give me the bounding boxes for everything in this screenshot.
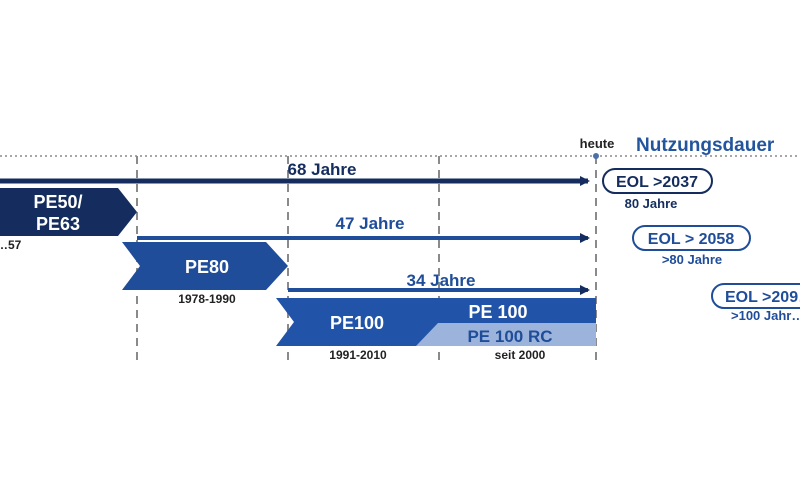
period-label-pe50: …57: [0, 238, 22, 252]
lifetime-label-pe100: >100 Jahr…: [731, 308, 800, 323]
chevron-label-pe100: PE100: [330, 313, 384, 333]
lifetime-heading: Nutzungsdauer: [636, 135, 775, 156]
chevron-label-pe50: PE50/: [33, 192, 82, 212]
eol-badge-pe100: [711, 283, 800, 309]
period-label-pe80: 1978-1990: [178, 292, 236, 306]
period-label-pe100: 1991-2010: [329, 348, 387, 362]
today-marker: [593, 153, 599, 159]
eol-badge-pe80: [632, 225, 751, 251]
subtype-label-pe100: PE 100: [468, 302, 527, 322]
eol-label-pe100: EOL >209…: [725, 289, 800, 306]
chevron-label-pe63: PE63: [36, 214, 80, 234]
eol-badge-pe50: [602, 168, 713, 194]
today-label: heute: [580, 136, 615, 151]
period-label-pe100-rc: seit 2000: [495, 348, 546, 362]
chevron-label-pe80: PE80: [185, 257, 229, 277]
eol-label-pe50: EOL >2037: [616, 174, 698, 191]
subtype-label-pe100-rc: PE 100 RC: [467, 327, 552, 346]
chevron-pe80: [122, 242, 288, 290]
span-label-pe80: 47 Jahre: [336, 214, 405, 233]
chevron-pe100-rc: [416, 323, 596, 346]
span-label-pe50: 68 Jahre: [288, 160, 357, 179]
chevron-pe50-pe63: [0, 188, 137, 236]
eol-label-pe80: EOL > 2058: [648, 231, 735, 248]
span-label-pe100: 34 Jahre: [407, 271, 476, 290]
lifetime-label-pe80: >80 Jahre: [662, 252, 722, 267]
lifetime-label-pe50: 80 Jahre: [625, 196, 678, 211]
